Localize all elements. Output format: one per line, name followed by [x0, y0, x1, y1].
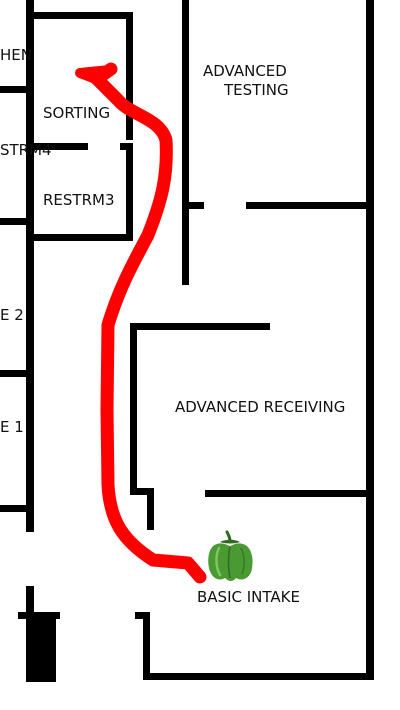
wall: [126, 12, 133, 140]
wall: [130, 323, 137, 495]
room-label-restrm3: RESTRM3: [43, 191, 115, 209]
room-label-partial-restroom: STRM4: [0, 141, 52, 159]
wall: [0, 218, 30, 225]
wall: [30, 12, 133, 19]
room-label-basic-intake: BASIC INTAKE: [197, 588, 300, 606]
room-label-advanced-receiving: ADVANCED RECEIVING: [175, 398, 346, 416]
wall: [26, 612, 56, 682]
wall: [0, 370, 30, 377]
room-label-partial-top: HEN: [0, 46, 32, 64]
room-label-partial-office-2: E 2: [0, 306, 24, 324]
wall: [182, 0, 189, 285]
wall: [26, 586, 34, 616]
wall: [126, 150, 133, 240]
wall: [30, 143, 88, 150]
room-label-advanced-testing-line2: TESTING: [224, 81, 289, 99]
wall: [366, 0, 374, 679]
wall: [0, 86, 30, 93]
wall: [130, 323, 270, 330]
green-pepper-icon: [208, 530, 253, 581]
room-label-sorting: SORTING: [43, 104, 111, 122]
wall: [0, 505, 30, 512]
wall: [130, 488, 154, 495]
wall: [135, 612, 150, 619]
wall: [26, 0, 34, 532]
wall: [143, 612, 150, 679]
wall: [246, 202, 370, 209]
room-label-partial-office-1: E 1: [0, 418, 24, 436]
room-label-advanced-testing-line1: ADVANCED: [203, 62, 287, 80]
route-path: [90, 62, 207, 584]
wall: [147, 488, 154, 530]
wall: [120, 143, 133, 150]
wall: [205, 490, 370, 497]
walls: [0, 0, 374, 682]
wall: [30, 234, 133, 241]
route-arrowhead: [75, 65, 115, 85]
wall: [182, 202, 204, 209]
wall: [143, 673, 374, 680]
